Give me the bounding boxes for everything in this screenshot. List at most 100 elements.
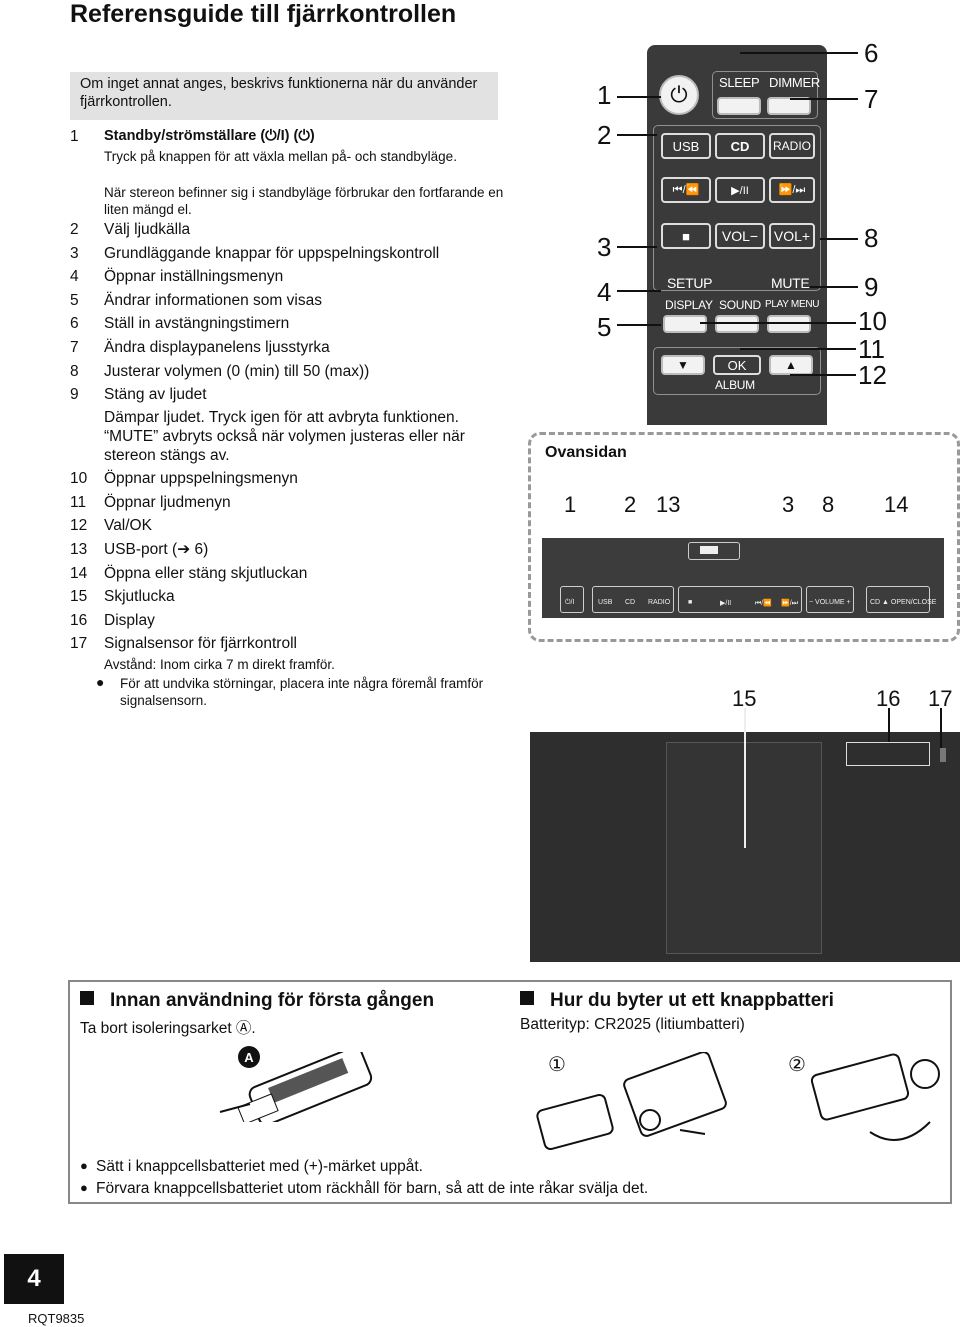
marker-a: A (238, 1046, 260, 1068)
play-pause-button[interactable]: ▶/II (715, 177, 765, 203)
top-panel-label: Ovansidan (545, 444, 627, 461)
callout-line (940, 708, 942, 748)
item-description: Dämpar ljudet. Tryck igen för att avbryt… (104, 409, 465, 464)
radio-button[interactable]: RADIO (769, 133, 815, 159)
note-text: Sätt i knappcellsbatteriet med (+)-märke… (96, 1158, 423, 1175)
square-bullet-icon (520, 991, 534, 1005)
item-description: Avstånd: Inom cirka 7 m direkt framför. (104, 657, 335, 672)
sound-label: SOUND (719, 298, 761, 312)
next-button[interactable]: ⏩/⏭ (769, 177, 815, 203)
callout-line (617, 324, 661, 326)
callout-line (740, 52, 858, 54)
callout-line (820, 238, 858, 240)
prev-button[interactable]: ⏮/⏪ (661, 177, 711, 203)
battery-step2-illustration (810, 1053, 940, 1141)
callout-line (617, 246, 657, 248)
top-btn-label: ⏻/I (565, 599, 575, 606)
callout-line (888, 708, 890, 742)
sleep-dimmer-group (712, 71, 818, 119)
power-button[interactable]: ⏻ (659, 75, 699, 115)
top-volume-buttons[interactable] (806, 586, 854, 613)
callout-line (700, 322, 856, 324)
top-btn-label: ▶/II (720, 600, 732, 607)
top-btn-label: − VOLUME + (809, 599, 851, 606)
dimmer-button[interactable] (767, 97, 811, 115)
callout-number: 7 (864, 84, 879, 114)
item-description: För att undvika störningar, placera inte… (120, 676, 484, 708)
callout-number: 8 (822, 492, 835, 517)
remote-control: ⏻ SLEEP DIMMER USB CD RADIO ⏮/⏪ ▶/II ⏩/⏭… (647, 45, 827, 425)
page-number: 4 (4, 1254, 64, 1304)
usb-port (688, 542, 740, 560)
callout-number: 12 (858, 360, 887, 390)
callout-number: 15 (732, 686, 757, 711)
callout-number: 8 (864, 223, 879, 253)
vol-down-button[interactable]: VOL− (715, 223, 765, 249)
top-playback-buttons[interactable] (678, 586, 802, 613)
callout-line (617, 134, 657, 136)
callout-number: 16 (876, 686, 901, 711)
source-playback-group (653, 125, 821, 291)
ok-button[interactable]: OK (713, 355, 761, 375)
callout-number: 17 (928, 686, 953, 711)
usb-port-icon (700, 546, 718, 554)
callout-number: 3 (782, 492, 795, 517)
callout-line (810, 286, 858, 288)
cd-button[interactable]: CD (715, 133, 765, 159)
callout-line (790, 98, 858, 100)
square-bullet-icon (80, 991, 94, 1005)
callout-number: 3 (597, 232, 612, 262)
callout-number: 9 (864, 272, 879, 302)
callout-number: 2 (624, 492, 637, 517)
display-label: DISPLAY (665, 298, 713, 312)
top-btn-label: ⏮/⏪ (755, 600, 772, 607)
callout-number: 2 (597, 120, 612, 150)
sleep-label: SLEEP (719, 75, 760, 90)
battery-text: Batterityp: CR2025 (litiumbatteri) (520, 1016, 745, 1033)
top-panel (542, 538, 944, 618)
battery-heading: Hur du byter ut ett knappbatteri (520, 990, 834, 1012)
callout-number: 13 (656, 492, 681, 517)
setup-display-button[interactable] (663, 315, 707, 333)
sleep-button[interactable] (717, 97, 761, 115)
callout-number: 11 (858, 334, 885, 364)
stop-button[interactable]: ■ (661, 223, 711, 249)
top-open-close-button[interactable] (866, 586, 930, 613)
top-source-buttons[interactable] (592, 586, 674, 613)
top-panel-frame (528, 432, 960, 642)
top-btn-label: ■ (688, 599, 693, 606)
down-button[interactable]: ▼ (661, 355, 705, 375)
callout-line (744, 708, 746, 848)
first-use-heading: Innan användning för första gången (80, 990, 434, 1012)
album-label: ALBUM (715, 378, 755, 392)
top-power-button[interactable] (560, 586, 584, 613)
callout-line (790, 374, 856, 376)
step-1-marker: ① (548, 1054, 566, 1076)
item-description: Tryck på knappen för att växla mellan på… (104, 149, 457, 164)
first-use-text: Ta bort isoleringsarket Ⓐ. (80, 1020, 256, 1037)
callout-number: 14 (884, 492, 909, 517)
callout-number: 5 (597, 312, 612, 342)
usb-button[interactable]: USB (661, 133, 711, 159)
up-button[interactable]: ▲ (769, 355, 813, 375)
mute-playmenu-button[interactable] (767, 315, 811, 333)
callout-line (617, 290, 661, 292)
item-description: När stereon befinner sig i standbyläge f… (104, 185, 504, 217)
sound-button[interactable] (715, 315, 759, 333)
play-menu-label: PLAY MENU (765, 299, 820, 310)
page-title: Referensguide till fjärrkontrollen (70, 0, 457, 28)
intro-note: Om inget annat anges, beskrivs funktione… (70, 72, 498, 120)
dimmer-label: DIMMER (769, 75, 820, 90)
callout-number: 6 (864, 38, 879, 68)
callout-number: 10 (858, 306, 887, 336)
top-btn-label: ⏩/⏭ (781, 600, 798, 607)
document-code: RQT9835 (28, 1311, 85, 1326)
mute-label: MUTE (771, 275, 810, 291)
callout-number: 1 (564, 492, 577, 517)
setup-label: SETUP (667, 275, 713, 291)
display-window (846, 742, 930, 766)
vol-up-button[interactable]: VOL+ (769, 223, 815, 249)
signal-sensor (940, 748, 946, 762)
bullet-icon: ● (80, 1158, 88, 1173)
bullet-icon: ● (96, 674, 105, 690)
